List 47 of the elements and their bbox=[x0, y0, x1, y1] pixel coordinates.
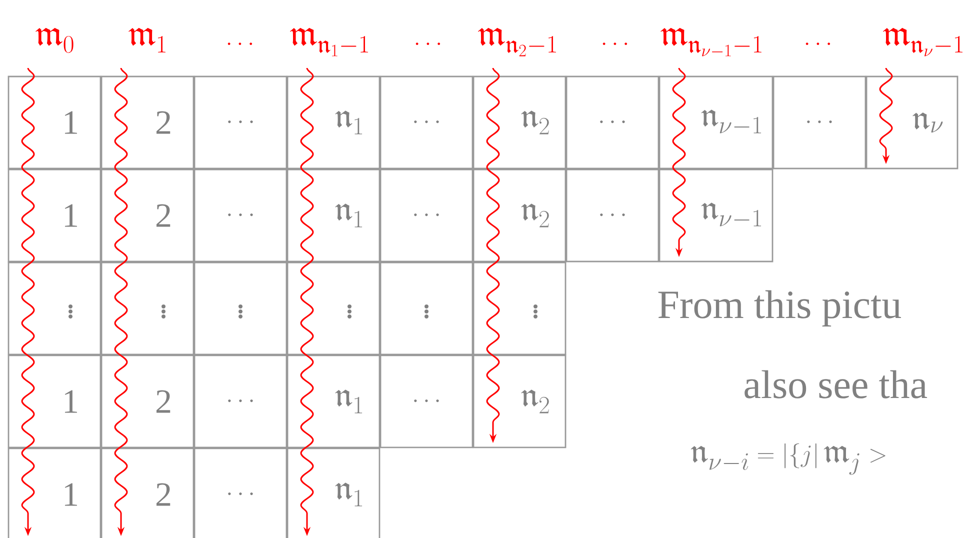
text-line: From this pictu bbox=[658, 290, 901, 326]
ellipsis: $\ldots$ bbox=[806, 42, 830, 45]
grid-cell: $\cdots$ bbox=[566, 168, 660, 262]
grid-cell: $\cdots$ bbox=[772, 76, 866, 170]
grid-cell: $\cdots$ bbox=[380, 168, 474, 262]
grid-cell: $\cdots$ bbox=[194, 354, 288, 448]
grid-cell: $\vdots$ bbox=[194, 262, 288, 356]
ellipsis: $\ldots$ bbox=[416, 42, 440, 45]
grid-cell: 1 bbox=[8, 76, 102, 170]
grid-cell: $\mathfrak{n}_2$ bbox=[472, 354, 566, 448]
grid-cell: $\cdots$ bbox=[380, 76, 474, 170]
ellipsis: $\ldots$ bbox=[228, 42, 252, 45]
grid-cell: 2 bbox=[100, 448, 194, 538]
text-line: also see tha bbox=[744, 370, 928, 398]
grid-cell: $\mathfrak{n}_2$ bbox=[472, 76, 566, 170]
grid-cell: $\vdots$ bbox=[472, 262, 566, 356]
grid-cell: $\vdots$ bbox=[286, 262, 380, 356]
grid-cell: $\cdots$ bbox=[194, 76, 288, 170]
grid-cell: $\mathfrak{n}_1$ bbox=[286, 448, 380, 538]
grid-cell: $\mathfrak{n}_1$ bbox=[286, 168, 380, 262]
grid-cell: $\mathfrak{n}_1$ bbox=[286, 76, 380, 170]
grid-cell: $\mathfrak{n}_{\nu-1}$ bbox=[658, 168, 774, 262]
grid-cell: $\cdots$ bbox=[380, 354, 474, 448]
column-label: $\mathfrak{m}_{\mathfrak{n}_{\nu-1}-1}$ bbox=[660, 28, 762, 56]
column-label: $\mathfrak{m}_1$ bbox=[128, 28, 166, 52]
grid-cell: $\cdots$ bbox=[194, 448, 288, 538]
formula: $\mathfrak{n}_{\nu-i} = \left|\{j\right| \mathfrak{m}_j >$ bbox=[690, 443, 886, 475]
grid-cell: $\vdots$ bbox=[380, 262, 474, 356]
grid-cell: $\cdots$ bbox=[566, 76, 660, 170]
grid-cell: 2 bbox=[100, 76, 194, 170]
grid-cell: $\vdots$ bbox=[100, 262, 194, 356]
grid-cell: 2 bbox=[100, 168, 194, 262]
grid-cell: $\mathfrak{n}_\nu$ bbox=[866, 76, 958, 170]
column-label: $\mathfrak{m}_0$ bbox=[36, 28, 74, 53]
grid-cell: $\vdots$ bbox=[8, 262, 102, 356]
grid-cell: $\mathfrak{n}_1$ bbox=[286, 354, 380, 448]
column-label: $\mathfrak{m}_{\mathfrak{n}_2-1}$ bbox=[478, 28, 556, 56]
grid-cell: $\mathfrak{n}_2$ bbox=[472, 168, 566, 262]
column-label: $\mathfrak{m}_{\mathfrak{n}_1-1}$ bbox=[290, 28, 368, 56]
grid-cell: 1 bbox=[8, 448, 102, 538]
ellipsis: $\ldots$ bbox=[602, 42, 628, 45]
grid-cell: 1 bbox=[8, 168, 102, 262]
column-label: $\mathfrak{m}_{\mathfrak{n}_\nu-1}$ bbox=[882, 28, 962, 56]
grid-cell: $\cdots$ bbox=[194, 168, 288, 262]
grid-cell: 2 bbox=[100, 354, 194, 448]
grid-cell: 1 bbox=[8, 354, 102, 448]
grid-cell: $\mathfrak{n}_{\nu-1}$ bbox=[658, 76, 774, 170]
